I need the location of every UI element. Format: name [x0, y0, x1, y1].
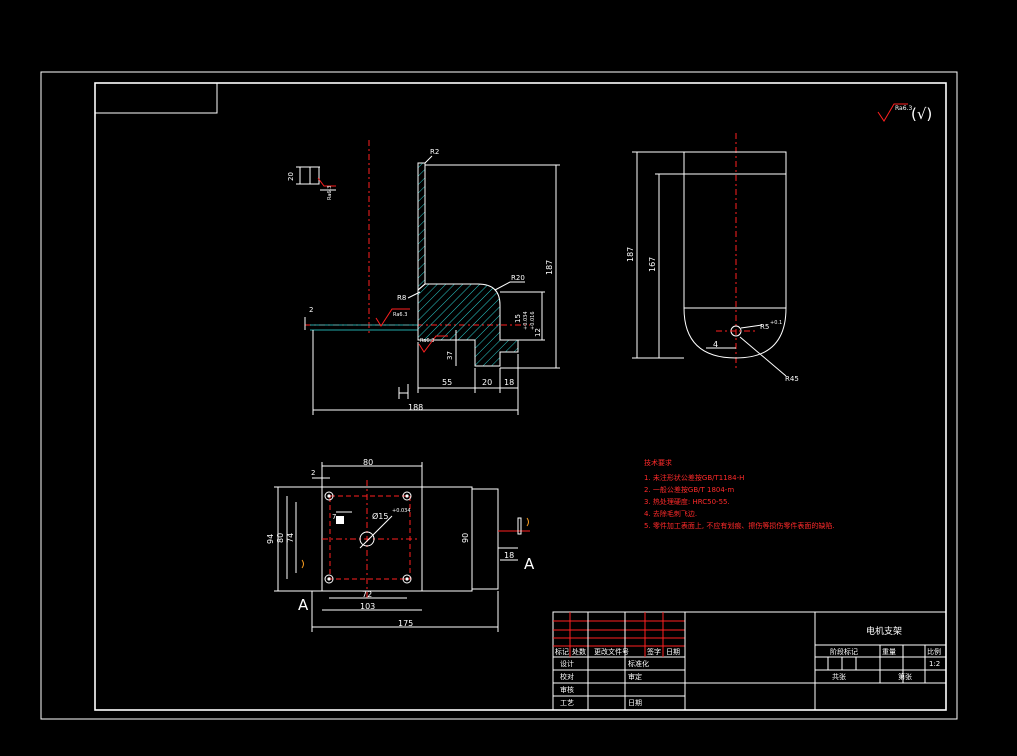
- svg-text:187: 187: [545, 260, 554, 275]
- title-block: 标记 处数 更改文件号 签字 日期 设计 校对 审核 工艺 标准化 审定 日期 …: [552, 611, 947, 711]
- svg-text:Ra6.3: Ra6.3: [393, 312, 407, 318]
- svg-text:90: 90: [461, 533, 470, 543]
- svg-text:1:2: 1:2: [929, 660, 940, 668]
- front-view: R2 20 Ra6.3 187 R20 R8 Ra6.3 2 15 +0.034: [287, 140, 560, 415]
- tech-note-item: 5. 零件加工表面上, 不应有划痕、擦伤等损伤零件表面的缺陷.: [644, 521, 835, 530]
- tech-note-item: 3. 热处理硬度: HRC50-55.: [644, 497, 730, 506]
- svg-text:R45: R45: [785, 375, 799, 383]
- svg-text:167: 167: [648, 257, 657, 272]
- svg-text:处数: 处数: [572, 647, 586, 656]
- svg-text:工艺: 工艺: [560, 699, 574, 707]
- inner-border: [94, 82, 947, 711]
- svg-text:(√): (√): [911, 105, 932, 123]
- side-view: 187 167 4 R5 +0.1 R45: [626, 133, 799, 383]
- svg-text:103: 103: [360, 602, 375, 611]
- svg-text:阶段标记: 阶段标记: [830, 647, 858, 656]
- svg-text:2: 2: [311, 469, 315, 477]
- part-name: 电机支架: [866, 625, 902, 637]
- svg-text:R20: R20: [511, 274, 525, 282]
- top-view: 80 2 94 80 74 90 72 103 175 18 7 Ø15 +0.…: [266, 458, 535, 632]
- svg-text:175: 175: [398, 619, 413, 628]
- svg-text:日期: 日期: [666, 648, 680, 656]
- svg-text:+0.016: +0.016: [530, 311, 536, 330]
- flange-section: [309, 166, 320, 185]
- svg-text:更改文件号: 更改文件号: [594, 647, 629, 656]
- svg-text:Ra6.3: Ra6.3: [420, 338, 434, 344]
- corner-label-box: [94, 82, 218, 114]
- tech-notes: 技术要求 1. 未注形状公差按GB/T1184-H 2. 一般公差按GB/T 1…: [644, 458, 835, 530]
- svg-text:标记: 标记: [555, 647, 569, 656]
- svg-text:比例: 比例: [927, 647, 941, 656]
- svg-text:校对: 校对: [560, 672, 574, 681]
- svg-text:4: 4: [713, 340, 718, 349]
- svg-text:188: 188: [408, 403, 423, 412]
- svg-text:18: 18: [504, 378, 514, 387]
- svg-text:7: 7: [332, 513, 336, 521]
- svg-text:37: 37: [446, 351, 454, 360]
- svg-text:20: 20: [287, 172, 295, 181]
- svg-text:12: 12: [534, 328, 542, 337]
- outer-border: [40, 71, 958, 720]
- svg-text:R5: R5: [760, 323, 769, 331]
- svg-text:+0.034: +0.034: [392, 508, 411, 514]
- svg-text:Ra6.3: Ra6.3: [327, 186, 333, 200]
- roughness-symbol: Ra6.3 (√): [877, 103, 932, 123]
- tech-note-item: 4. 去除毛刺飞边.: [644, 509, 697, 518]
- svg-text:签字: 签字: [647, 647, 661, 656]
- svg-text:R2: R2: [430, 148, 439, 156]
- svg-text:55: 55: [442, 378, 452, 387]
- svg-text:重量: 重量: [882, 648, 896, 656]
- base-section: [417, 283, 519, 367]
- svg-text:审核: 审核: [560, 685, 574, 694]
- svg-text:A: A: [524, 555, 535, 573]
- svg-text:Ø15: Ø15: [372, 511, 388, 521]
- svg-text:72: 72: [362, 590, 372, 599]
- svg-text:日期: 日期: [628, 699, 642, 707]
- svg-text:20: 20: [482, 378, 492, 387]
- svg-text:74: 74: [286, 533, 295, 543]
- svg-text:Ra6.3: Ra6.3: [895, 105, 912, 112]
- tech-note-item: 1. 未注形状公差按GB/T1184-H: [644, 473, 744, 482]
- svg-text:+0.034: +0.034: [523, 311, 529, 330]
- svg-text:第张: 第张: [898, 672, 912, 681]
- svg-text:80: 80: [363, 458, 373, 467]
- svg-text:A: A: [298, 596, 309, 614]
- svg-text:15: 15: [514, 314, 522, 323]
- svg-text:187: 187: [626, 247, 635, 262]
- svg-text:80: 80: [276, 533, 285, 543]
- svg-text:设计: 设计: [560, 659, 574, 668]
- svg-text:标准化: 标准化: [628, 659, 649, 668]
- tech-note-item: 2. 一般公差按GB/T 1804-m: [644, 485, 734, 494]
- wall-section: [417, 162, 426, 292]
- svg-text:R8: R8: [397, 294, 406, 302]
- svg-text:94: 94: [266, 534, 275, 544]
- svg-text:共张: 共张: [832, 672, 846, 681]
- tech-notes-title: 技术要求: [644, 458, 672, 467]
- svg-text:+0.1: +0.1: [770, 320, 782, 326]
- svg-text:2: 2: [309, 306, 313, 314]
- svg-text:18: 18: [504, 551, 514, 560]
- svg-text:审定: 审定: [628, 672, 642, 681]
